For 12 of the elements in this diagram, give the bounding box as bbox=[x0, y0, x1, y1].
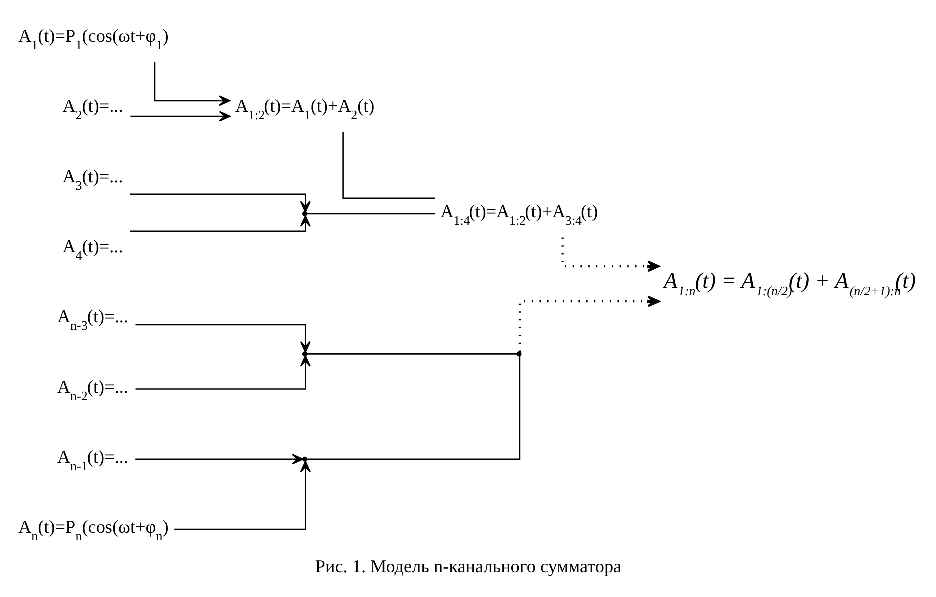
node-text: A$_{4}$(t)=... bbox=[62, 236, 124, 262]
node-text: A$_{1}$(t)=P$_{1}$(cos(ωt+φ$_{1}$) bbox=[18, 26, 169, 52]
node-text: A$_{3}$(t)=... bbox=[62, 166, 124, 192]
node-text: A$_{n}$(t)=P$_{n}$(cos(ωt+φ$_{n}$) bbox=[18, 516, 169, 544]
node-text: A$_{n-3}$(t)=... bbox=[58, 306, 128, 333]
node-text: A$_{1:n}$(t) = A$_{1:(n/2)}$(t) + A$_{(n/2+1):n}$(t) bbox=[664, 268, 916, 298]
node-text: A$_{1:4}$(t)=A$_{1:2}$(t)+A$_{3:4}$(t) bbox=[440, 200, 598, 228]
node-text: A$_{n-2}$(t)=... bbox=[58, 376, 128, 403]
caption: Рис. 1. Модель n-канального сумматора bbox=[315, 556, 622, 576]
node-text: A$_{1:2}$(t)=A$_{1}$(t)+A$_{2}$(t) bbox=[236, 96, 375, 122]
node-text: A$_{2}$(t)=... bbox=[62, 96, 124, 122]
node-text: A$_{n-1}$(t)=... bbox=[58, 446, 128, 473]
